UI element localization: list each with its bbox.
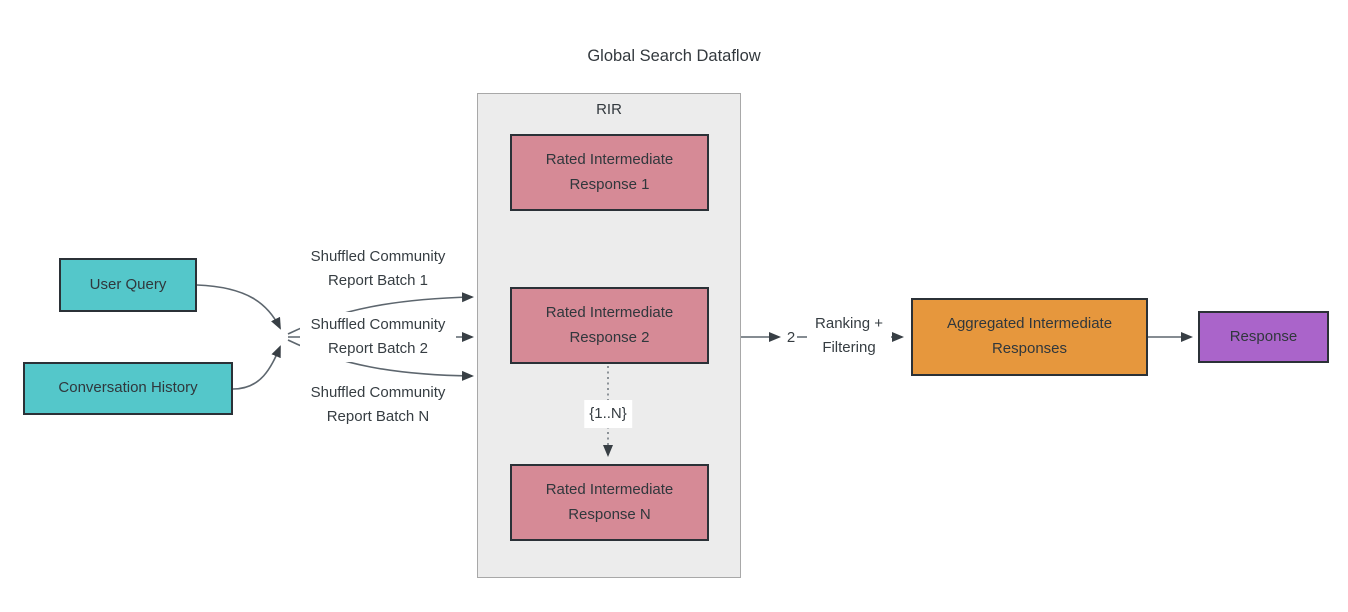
- node-rated-intermediate-response-2: Rated Intermediate Response 2: [510, 287, 709, 364]
- rir-container-label: RIR: [596, 101, 622, 118]
- node-user-query: User Query: [59, 258, 197, 312]
- edge-label-shuffled-batch-2: Shuffled Community Report Batch 2: [300, 312, 456, 362]
- edge-label-count: 2: [786, 329, 796, 346]
- edge-label-shuffled-batch-1: Shuffled Community Report Batch 1: [300, 244, 456, 294]
- edge-label-ranking-filtering: Ranking + Filtering: [807, 311, 891, 361]
- node-aggregated-intermediate-responses: Aggregated Intermediate Responses: [911, 298, 1148, 376]
- diagram-title: Global Search Dataflow: [587, 47, 761, 65]
- edge-label-loop-range: {1..N}: [584, 400, 632, 428]
- node-rated-intermediate-response-1: Rated Intermediate Response 1: [510, 134, 709, 211]
- edge-conversation-history-to-junction: [232, 345, 281, 390]
- rir-container: RIR Rated Intermediate Response 1 Rated …: [477, 93, 741, 578]
- edge-user-query-to-junction: [196, 284, 281, 330]
- edge-label-shuffled-batch-n: Shuffled Community Report Batch N: [300, 380, 456, 430]
- node-rated-intermediate-response-n: Rated Intermediate Response N: [510, 464, 709, 541]
- node-conversation-history: Conversation History: [23, 362, 233, 415]
- node-response: Response: [1198, 311, 1329, 363]
